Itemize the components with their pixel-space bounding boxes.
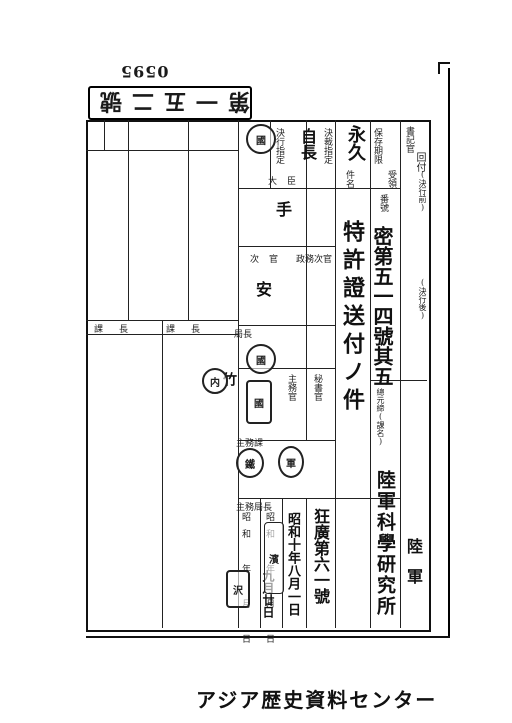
number-value: 密第五一四號其五	[370, 226, 394, 386]
stamp-seal: 内	[202, 368, 228, 394]
minister-mark: 手	[276, 200, 293, 219]
stamp-seal: 國	[246, 124, 276, 154]
secretary-label: 秘書官	[312, 374, 322, 401]
army-mark: 陸軍	[404, 538, 423, 598]
subject-value: 特許證送付ノ件	[339, 220, 364, 416]
footer-caption: アジア歴史資料センター	[196, 688, 438, 712]
ledger-title: 第一五二號	[89, 88, 250, 114]
main-officer-label: 主務官	[286, 374, 296, 401]
ledger-title-box: 第一五二號	[88, 86, 252, 120]
stamp-seal: 沢	[226, 570, 250, 608]
circulate-label: 回付	[414, 152, 425, 172]
political-label: 政務次官	[296, 255, 333, 265]
recipient-label: 受領	[386, 170, 396, 188]
retention-period-label: 保存期限	[372, 128, 382, 164]
route-label: 總元締(課名)	[376, 388, 385, 446]
form-frame	[86, 120, 431, 632]
date-value-1: 昭和十年八月一日	[285, 512, 300, 616]
stamp-seal: 國	[246, 380, 272, 424]
stamp-seal: 國	[246, 344, 276, 374]
stamp-seal: 鐵	[236, 448, 264, 478]
main-section-label: 主務課	[236, 439, 264, 449]
number-label: 番號	[378, 194, 388, 212]
vice-minister-label: 次官	[250, 255, 289, 265]
minister-label: 大臣	[268, 177, 307, 187]
bureau-chief-label: 局長	[234, 330, 253, 340]
subject-label: 件名	[344, 170, 354, 188]
route-value: 陸軍科學研究所	[374, 470, 396, 617]
reply-label: 主務局長	[236, 503, 273, 513]
document-number: 0595	[120, 62, 169, 81]
side-note-before: (決行前)	[418, 170, 427, 212]
decision-label: 決裁指定	[322, 128, 332, 164]
retention-value: 永久	[345, 125, 366, 161]
section-chief-label-2: 課長	[166, 325, 217, 335]
stamp-seal: 濱	[264, 522, 284, 594]
section-chief-label: 課長	[94, 325, 145, 335]
execution-label: 決行指定	[274, 128, 284, 164]
vice-minister-mark: 安	[256, 280, 273, 299]
clerk-label: 書記官	[404, 126, 414, 153]
decision-value: 自長	[298, 128, 317, 160]
corner-mark	[438, 62, 450, 74]
side-note-after: (決行後)	[418, 278, 427, 320]
stamp-seal: 軍	[278, 446, 304, 478]
reference-number: 狂廣第六一號	[311, 508, 330, 604]
